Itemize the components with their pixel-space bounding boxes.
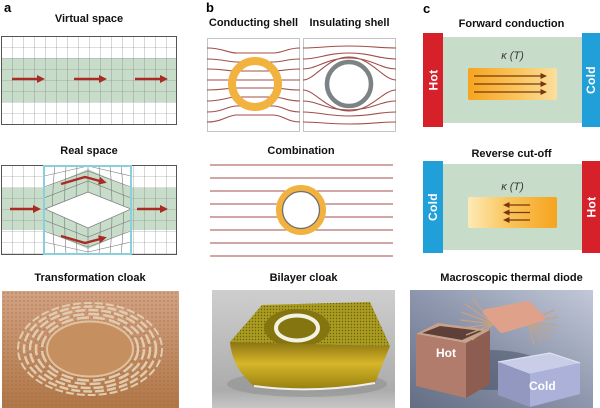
real-space-title: Real space [60, 145, 118, 157]
panel-b-label: b [206, 0, 214, 15]
distorted-region [44, 165, 131, 255]
insulating-ring [324, 59, 374, 109]
hot-bar-label: Hot [426, 69, 440, 91]
panel-a-label: a [4, 0, 12, 15]
cold-bar-label: Cold [584, 66, 598, 94]
white-ring [274, 313, 320, 343]
conductivity-box [468, 68, 557, 100]
conductivity-box [468, 197, 557, 228]
hot-bar-label: Hot [584, 196, 598, 218]
thermal-diode-caption: Macroscopic thermal diode [440, 272, 583, 284]
virtual-space-diagram [1, 36, 177, 125]
hot-box [416, 323, 490, 398]
panel-c-label: c [423, 1, 431, 16]
kappa-label: κ (T) [501, 181, 524, 193]
combination-title: Combination [267, 145, 335, 157]
thermal-diode-photo: Hot Cold [410, 290, 593, 408]
hot-bar: Hot [423, 33, 443, 127]
conducting-ring [228, 57, 282, 111]
cloak-region-border [43, 165, 132, 255]
bilayer-ring-outer [276, 185, 326, 235]
hot-bar: Hot [582, 161, 600, 253]
cold-box [497, 352, 581, 407]
conducting-shell-title: Conducting shell [208, 17, 299, 29]
cold-bar: Cold [582, 33, 600, 127]
transformation-cloak-photo [2, 291, 179, 408]
cold-bar-label: Cold [426, 193, 440, 221]
combination-diagram [210, 164, 393, 257]
forward-conduction-diagram: Hot Cold κ (T) [423, 33, 600, 127]
conducting-shell-diagram [207, 38, 300, 132]
bilayer-cloak-photo [212, 290, 395, 408]
kappa-label: κ (T) [501, 50, 524, 62]
thermal-diode-render [410, 290, 593, 408]
bilayer-ring-inner [281, 190, 321, 230]
reverse-cutoff-diagram: Cold Hot κ (T) [423, 161, 600, 253]
cloak-center-disk [46, 320, 134, 378]
insulating-shell-diagram [303, 38, 396, 132]
heat-flow-arrows [474, 73, 547, 95]
cold-bar: Cold [423, 161, 443, 253]
copper-rings [17, 302, 163, 396]
real-space-diagram [1, 165, 177, 255]
flux-arrows [10, 175, 168, 245]
reverse-cutoff-title: Reverse cut-off [471, 148, 552, 160]
transformation-cloak-caption: Transformation cloak [34, 272, 146, 284]
bilayer-cloak-caption: Bilayer cloak [269, 272, 338, 284]
forward-conduction-title: Forward conduction [458, 18, 565, 30]
grid [1, 36, 177, 125]
insulating-shell-title: Insulating shell [309, 17, 390, 29]
heat-flow-arrows [503, 202, 530, 223]
cloaked-hole [44, 191, 131, 229]
field-lines [303, 45, 396, 125]
virtual-space-title: Virtual space [54, 13, 124, 25]
cold-box-label: Cold [529, 379, 556, 393]
bridge-plate [483, 301, 545, 333]
hot-box-label: Hot [436, 346, 456, 360]
plate-front-lip [230, 342, 390, 390]
fan-blades [459, 297, 559, 346]
